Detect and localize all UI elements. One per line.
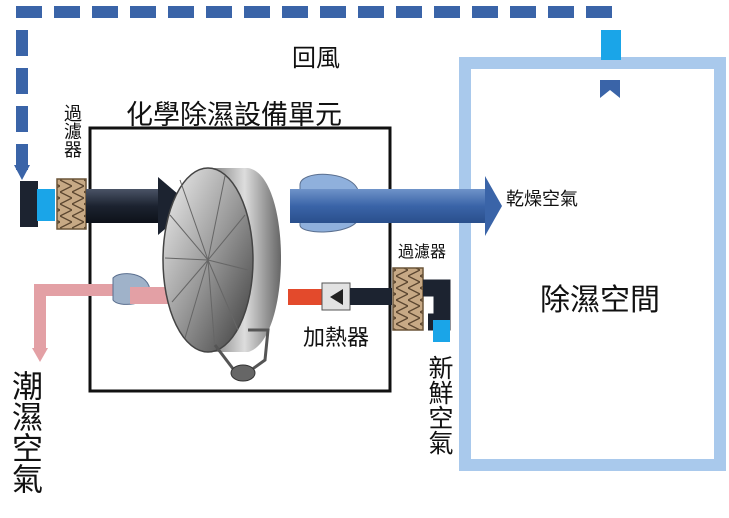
heater bbox=[288, 282, 351, 311]
humid-air-label: 潮濕空氣 bbox=[6, 370, 42, 494]
filter-right bbox=[392, 267, 424, 331]
return-air-label: 回風 bbox=[292, 44, 340, 72]
heater-label: 加熱器 bbox=[303, 326, 370, 351]
dry-air-outlet-duct bbox=[290, 173, 502, 236]
desiccant-rotor-wheel bbox=[162, 167, 281, 382]
filter-left bbox=[56, 178, 87, 230]
dehumidified-space-label: 除濕空間 bbox=[540, 283, 660, 318]
unit-title-label: 化學除濕設備單元 bbox=[126, 100, 342, 131]
fresh-air-inlet bbox=[350, 267, 451, 342]
fresh-air-label: 新鮮空氣 bbox=[425, 355, 454, 455]
return-air-duct bbox=[14, 6, 621, 180]
dehumidified-space-room bbox=[459, 57, 726, 471]
filter-left-label: 過濾器 bbox=[61, 104, 82, 158]
dry-air-label: 乾燥空氣 bbox=[506, 189, 578, 210]
process-air-inlet bbox=[20, 177, 192, 235]
filter-right-label: 過濾器 bbox=[398, 242, 447, 261]
